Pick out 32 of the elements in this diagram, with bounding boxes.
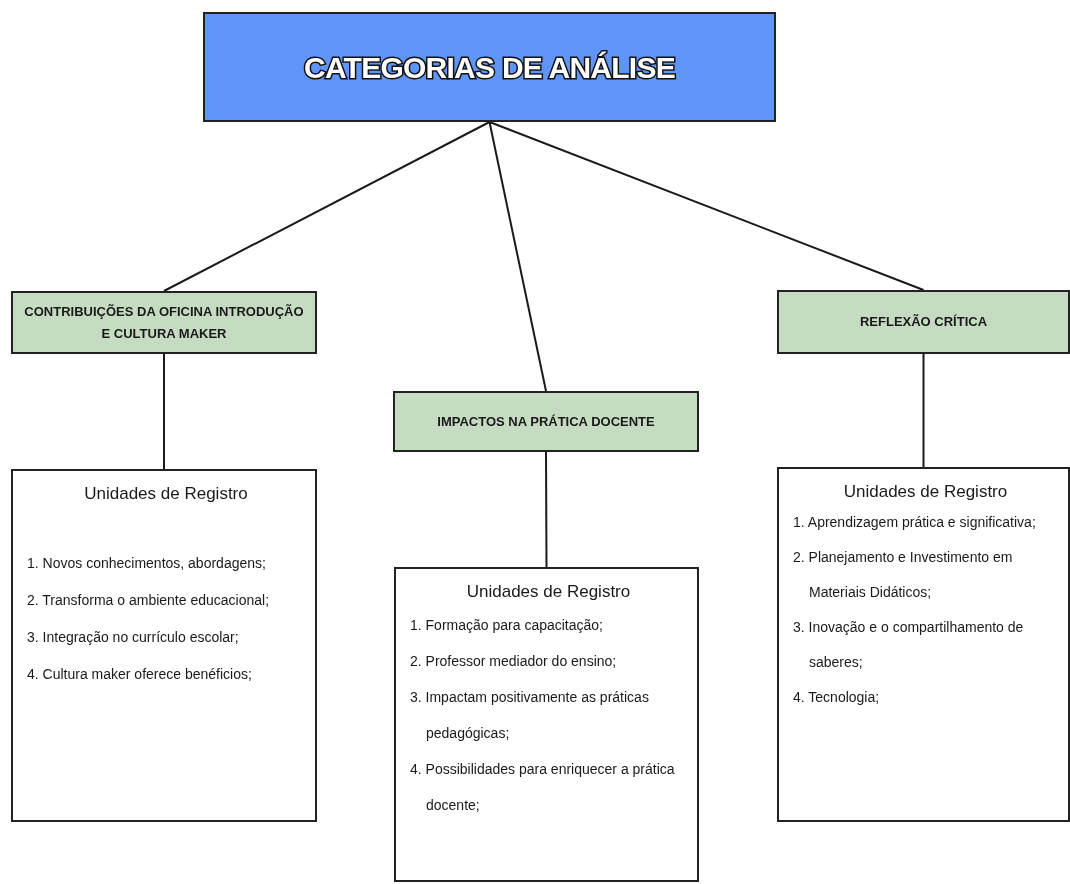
list-item: 1. Novos conhecimentos, abordagens;	[26, 553, 267, 573]
category-title: IMPACTOS NA PRÁTICA DOCENTE	[437, 412, 655, 431]
list-item: 3. Impactam positivamente as práticas pedagógicas;	[409, 687, 650, 743]
list-item: 4. Possibilidades para enriquecer a prática docente;	[409, 759, 676, 815]
list-item: 1. Aprendizagem prática e significativa;	[792, 512, 1037, 532]
list-item: 1. Formação para capacitação;	[409, 615, 604, 635]
category-title: REFLEXÃO CRÍTICA	[859, 313, 988, 331]
list-box	[394, 567, 699, 882]
list-item: 2. Transforma o ambiente educacional;	[26, 590, 271, 610]
connector-line	[922, 353, 925, 468]
list-item: 2. Planejamento e Investimento em Materiais Didáticos;	[792, 547, 1014, 602]
list-item: 3. Inovação e o compartilhamento de saberes;	[792, 617, 1025, 672]
title-text: CATEGORIAS DE ANÁLISE	[304, 49, 675, 86]
connector-line	[545, 451, 548, 568]
list-heading: Unidades de Registro	[83, 483, 249, 505]
category-title: CONTRIBUIÇÕES DA OFICINA INTRODUÇÃO E CULTURA MAKER	[23, 302, 305, 343]
title-box	[203, 12, 776, 122]
category-box	[11, 291, 317, 354]
list-item: 3. Integração no currículo escolar;	[26, 627, 240, 647]
list-box	[11, 469, 317, 822]
list-box	[777, 467, 1070, 822]
list-item: 4. Tecnologia;	[792, 687, 881, 707]
connector-line	[163, 121, 491, 292]
connector-line	[163, 353, 165, 470]
category-box	[393, 391, 699, 452]
category-box	[777, 290, 1070, 354]
connector-line	[488, 121, 925, 291]
list-item: 2. Professor mediador do ensino;	[409, 651, 618, 671]
connector-line	[488, 121, 547, 392]
list-heading: Unidades de Registro	[842, 481, 1009, 503]
list-heading: Unidades de Registro	[465, 581, 632, 603]
list-item: 4. Cultura maker oferece benéficios;	[26, 664, 253, 684]
